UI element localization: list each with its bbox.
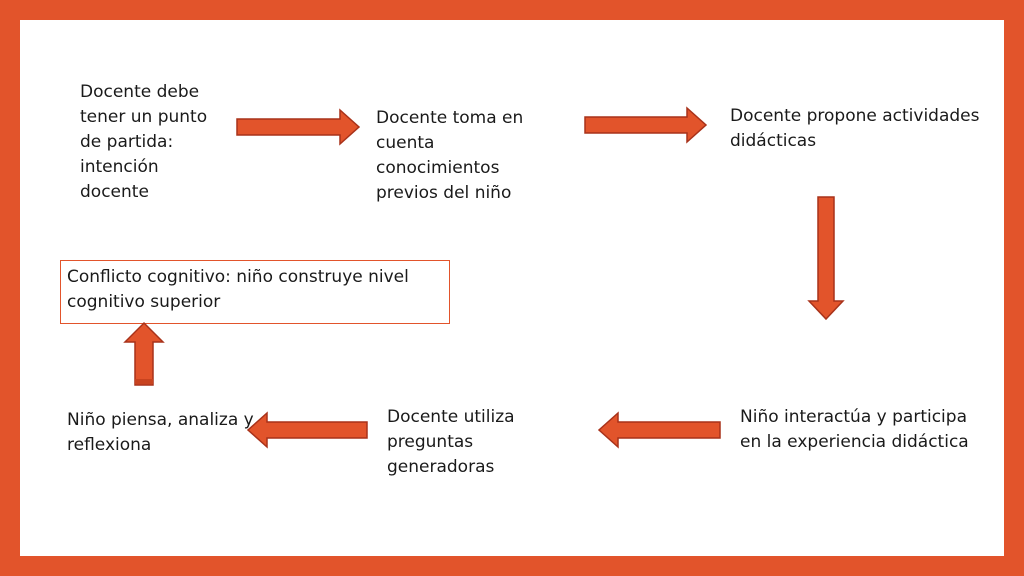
slide: Docente debe tener un punto de partida: … (20, 20, 1004, 556)
arrow-right-1-icon (236, 108, 361, 146)
node-preguntas-generadoras: Docente utiliza preguntas generadoras (387, 407, 515, 477)
arrows-layer (123, 106, 845, 449)
node-conocimientos-previos: Docente toma en cuenta conocimientos pre… (376, 108, 524, 203)
arrow-left-1-icon (597, 411, 721, 449)
node-nino-interactua: Niño interactúa y participa en la experi… (740, 407, 969, 452)
arrow-down-icon (807, 196, 845, 321)
node-nino-piensa: Niño piensa, analiza y reflexiona (67, 410, 254, 455)
node-actividades-didacticas: Docente propone actividades didácticas (730, 106, 980, 151)
node-intencion-docente: Docente debe tener un punto de partida: … (80, 82, 208, 202)
arrow-left-2-icon (246, 411, 368, 449)
node-conflicto-cognitivo-box: Conflicto cognitivo: niño construye nive… (60, 260, 450, 324)
arrow-up-icon (123, 321, 165, 386)
arrow-up-base-icon (135, 379, 153, 384)
arrow-right-2-icon (584, 106, 708, 144)
